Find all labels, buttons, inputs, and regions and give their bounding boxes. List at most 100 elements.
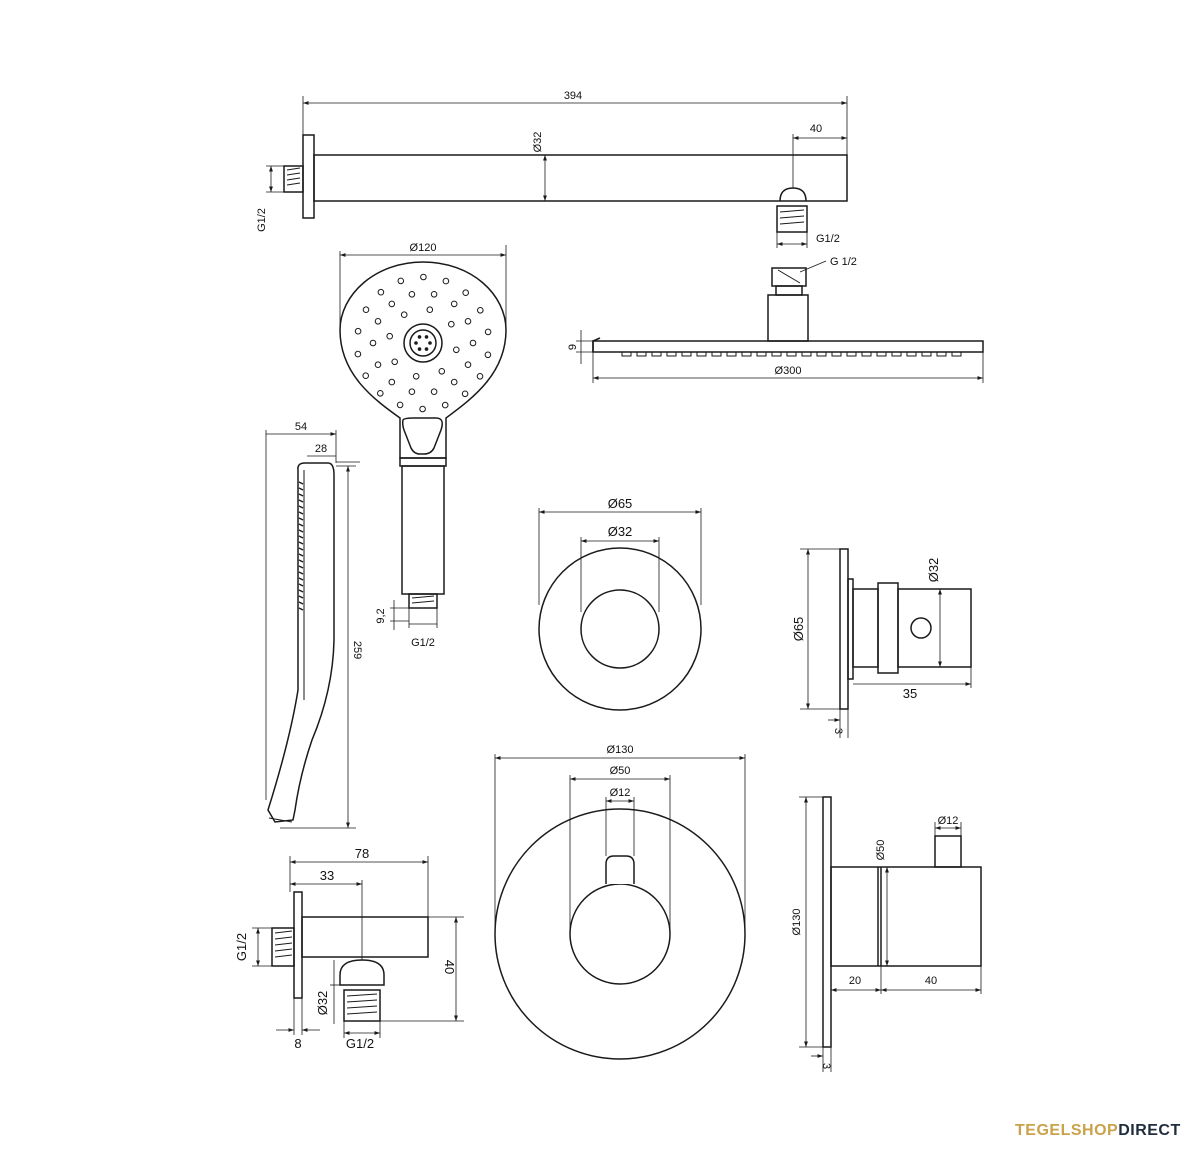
stop-valve-rosette-front: Ø65 Ø32 bbox=[538, 496, 702, 711]
elbow-length-label: 78 bbox=[355, 846, 369, 861]
side-length-label: 259 bbox=[351, 641, 363, 659]
nozzle-dot bbox=[369, 339, 377, 347]
nozzle-dot bbox=[388, 300, 396, 308]
arm-offset-label: 40 bbox=[810, 123, 822, 135]
rosette-outer-label: Ø65 bbox=[608, 496, 633, 511]
nozzle-dot bbox=[477, 307, 484, 314]
stop-plate-label: 3 bbox=[832, 728, 844, 734]
elbow-thread-left-label: G1/2 bbox=[234, 933, 249, 961]
nozzle-dot bbox=[438, 368, 446, 375]
hand-nozzle-pattern bbox=[354, 273, 492, 413]
nozzle-dot bbox=[484, 328, 492, 336]
nozzle-dot bbox=[450, 378, 458, 386]
stop-knob-label: Ø32 bbox=[926, 558, 941, 583]
head-nozzle bbox=[681, 351, 692, 357]
nozzle-dot bbox=[396, 401, 404, 409]
nozzle-dot bbox=[354, 350, 362, 358]
thermo-mid-label: Ø50 bbox=[610, 765, 631, 777]
nozzle-dot bbox=[484, 351, 492, 359]
thermo-outer-label: Ø130 bbox=[607, 744, 634, 756]
center-dot bbox=[414, 341, 418, 345]
head-thread-label: G 1/2 bbox=[830, 256, 857, 268]
hand-shower-front: Ø120 G1/2 9,2 bbox=[339, 242, 507, 649]
head-nozzle bbox=[936, 351, 947, 357]
arm-thread-right-label: G1/2 bbox=[816, 233, 840, 245]
nozzle-dot bbox=[408, 291, 416, 298]
nozzle-dot bbox=[464, 318, 472, 325]
side-nozzle bbox=[298, 523, 304, 527]
thermo-side-20-label: 20 bbox=[849, 975, 861, 987]
brand-part2: DIRECT bbox=[1118, 1122, 1181, 1139]
head-nozzle bbox=[666, 351, 677, 357]
head-nozzle bbox=[786, 351, 797, 357]
hand-thread-label: G1/2 bbox=[411, 637, 435, 649]
arm-diameter-label: Ø32 bbox=[532, 132, 544, 153]
head-nozzle bbox=[621, 351, 632, 357]
side-depth-label: 54 bbox=[295, 421, 307, 433]
side-nozzle bbox=[298, 505, 304, 509]
side-nozzle bbox=[298, 529, 304, 533]
center-dot bbox=[428, 341, 432, 345]
side-top-label: 28 bbox=[315, 443, 327, 455]
head-nozzle bbox=[756, 351, 767, 357]
nozzle-dot bbox=[362, 306, 370, 314]
elbow-height-label: 40 bbox=[442, 960, 457, 974]
side-nozzle bbox=[298, 565, 304, 569]
nozzle-dot bbox=[476, 373, 484, 380]
hand-diameter-label: Ø120 bbox=[410, 242, 437, 254]
thermostat-side: Ø130 Ø12 Ø50 20 40 3 bbox=[791, 796, 982, 1072]
head-thickness-label: 9 bbox=[567, 344, 579, 350]
side-nozzle bbox=[298, 577, 304, 581]
head-nozzle bbox=[876, 351, 887, 357]
nozzle-dot bbox=[442, 277, 450, 285]
nozzle-dot bbox=[397, 277, 405, 285]
head-nozzle bbox=[741, 351, 752, 357]
thermostat-front: Ø130 Ø50 Ø12 bbox=[494, 744, 746, 1060]
nozzle-dot bbox=[388, 378, 396, 386]
head-nozzle bbox=[771, 351, 782, 357]
head-nozzle bbox=[816, 351, 827, 357]
nozzle-dot bbox=[374, 318, 382, 325]
head-nozzle-row bbox=[621, 351, 962, 357]
head-nozzle bbox=[951, 351, 962, 357]
head-nozzle bbox=[831, 351, 842, 357]
side-nozzle bbox=[298, 559, 304, 563]
head-diameter-label: Ø300 bbox=[775, 365, 802, 377]
nozzle-dot bbox=[362, 372, 370, 380]
nozzle-dot bbox=[462, 289, 470, 297]
elbow-thread-bottom-label: G1/2 bbox=[346, 1036, 374, 1051]
stop-height-label: Ø65 bbox=[791, 617, 806, 642]
shower-head: G 1/2 9 Ø300 bbox=[567, 256, 984, 383]
nozzle-dot bbox=[453, 346, 460, 354]
hand-nut-label: 9,2 bbox=[375, 608, 387, 623]
brand-part1: TEGELSHOP bbox=[1015, 1122, 1119, 1139]
side-nozzle bbox=[298, 493, 304, 497]
nozzle-dot bbox=[412, 373, 420, 380]
thermo-spindle-label: Ø12 bbox=[610, 787, 631, 799]
head-nozzle bbox=[711, 351, 722, 357]
head-nozzle bbox=[921, 351, 932, 357]
thermo-side-body-label: Ø50 bbox=[875, 840, 887, 861]
head-nozzle bbox=[636, 351, 647, 357]
side-nozzle bbox=[298, 511, 304, 515]
hand-shower-side: 54 28 259 bbox=[265, 421, 363, 829]
thermo-side-height-label: Ø130 bbox=[791, 909, 803, 936]
head-nozzle bbox=[651, 351, 662, 357]
nozzle-dot bbox=[448, 320, 455, 328]
nozzle-dot bbox=[461, 390, 469, 398]
nozzle-dot bbox=[374, 361, 382, 369]
elbow-outlet-label: Ø32 bbox=[315, 991, 330, 1016]
nozzle-dot bbox=[420, 273, 427, 281]
head-nozzle bbox=[696, 351, 707, 357]
side-nozzle bbox=[298, 553, 304, 557]
side-nozzle bbox=[298, 589, 304, 593]
elbow-plate-label: 8 bbox=[294, 1036, 301, 1051]
nozzle-dot bbox=[450, 300, 458, 308]
nozzle-dot bbox=[430, 291, 438, 298]
rosette-inner-label: Ø32 bbox=[608, 524, 633, 539]
side-nozzle-pattern bbox=[298, 481, 304, 611]
head-nozzle bbox=[861, 351, 872, 357]
nozzle-dot bbox=[464, 361, 472, 369]
center-dot bbox=[417, 347, 422, 351]
